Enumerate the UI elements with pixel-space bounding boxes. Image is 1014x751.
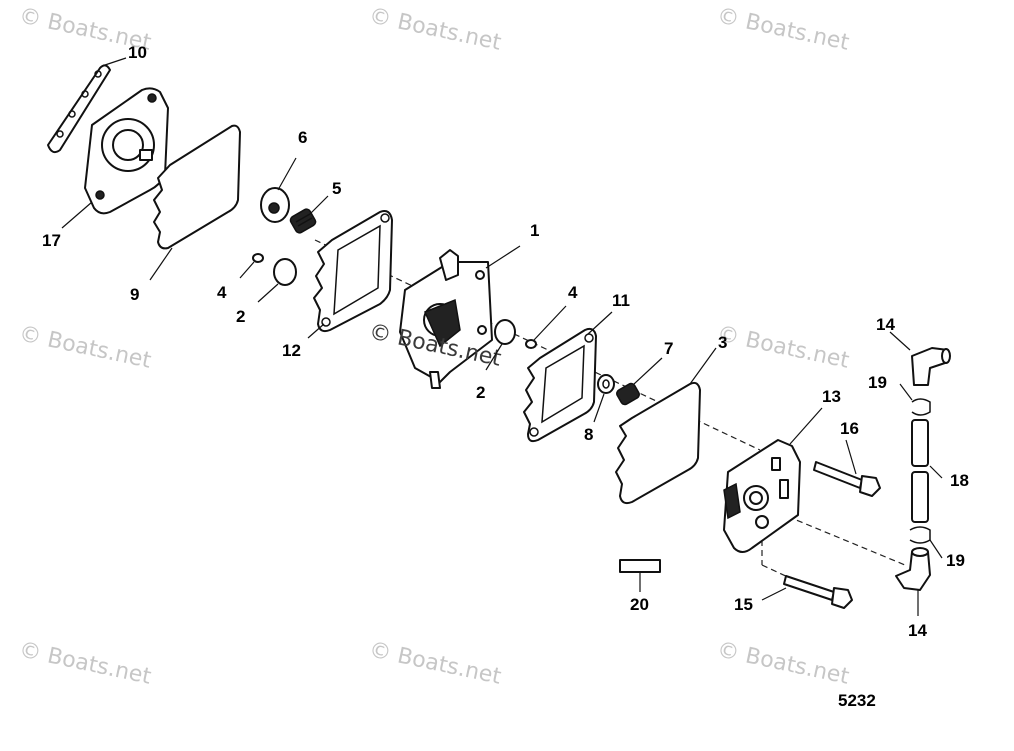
part-4-screw-right	[525, 339, 537, 349]
callout-14-top: 14	[876, 315, 895, 334]
callout-18: 18	[950, 471, 969, 490]
part-3-diaphragm	[615, 381, 701, 505]
callouts: 10 17 9 6 5 4 2 12 1 4 2 11 7 3 8 13 16 …	[42, 43, 969, 640]
part-13-pump-cover	[723, 439, 801, 553]
part-15-bolt	[783, 575, 853, 609]
callout-10: 10	[128, 43, 147, 62]
callout-6: 6	[298, 128, 307, 147]
part-14-elbow-top	[911, 347, 951, 386]
callout-11: 11	[612, 291, 630, 310]
part-2-disc-left	[273, 258, 297, 286]
callout-12: 12	[282, 341, 301, 360]
callout-7: 7	[664, 339, 673, 358]
watermark-2: © Boats.net	[367, 3, 504, 55]
watermark-8: © Boats.net	[715, 637, 852, 689]
part-19-clip-bottom	[909, 526, 931, 544]
callout-8: 8	[584, 425, 593, 444]
diagram-reference-number: 5232	[838, 691, 876, 710]
part-19-clip-top	[911, 398, 931, 416]
callout-15: 15	[734, 595, 753, 614]
watermark-7: © Boats.net	[367, 637, 504, 689]
part-11-gasket	[523, 327, 597, 443]
callout-9: 9	[130, 285, 139, 304]
part-20-label-plate	[619, 559, 661, 573]
part-9-diaphragm	[153, 124, 241, 250]
part-4-screw-left	[252, 253, 264, 263]
callout-19-top: 19	[868, 373, 887, 392]
callout-17: 17	[42, 231, 61, 250]
part-16-bolt	[813, 461, 881, 497]
part-2-disc-center	[494, 319, 516, 345]
callout-4-right: 4	[568, 283, 578, 302]
alignment-lines	[314, 239, 906, 579]
callout-2-center: 2	[476, 383, 485, 402]
callout-4-left: 4	[217, 283, 227, 302]
callout-14-bottom: 14	[908, 621, 927, 640]
part-7-spring	[616, 382, 640, 406]
callout-5: 5	[332, 179, 341, 198]
watermark-4: © Boats.net	[17, 321, 154, 373]
callout-2-left: 2	[236, 307, 245, 326]
part-14-elbow-bottom	[895, 547, 931, 591]
part-5-spring	[289, 208, 317, 234]
callout-3: 3	[718, 333, 727, 352]
part-1-pump-body	[399, 249, 493, 389]
callout-1: 1	[530, 221, 539, 240]
part-12-gasket	[313, 210, 393, 333]
callout-20: 20	[630, 595, 649, 614]
watermark-5: © Boats.net	[715, 321, 852, 373]
part-8-washer	[597, 374, 615, 394]
part-18-hoses	[911, 419, 929, 523]
part-6-check-valve	[260, 187, 290, 223]
leader-lines	[61, 57, 943, 616]
callout-13: 13	[822, 387, 841, 406]
watermark-3: © Boats.net	[715, 3, 852, 55]
callout-16: 16	[840, 419, 859, 438]
part-17-pump-cover	[84, 87, 169, 215]
callout-19-bottom: 19	[946, 551, 965, 570]
watermark-6: © Boats.net	[17, 637, 154, 689]
